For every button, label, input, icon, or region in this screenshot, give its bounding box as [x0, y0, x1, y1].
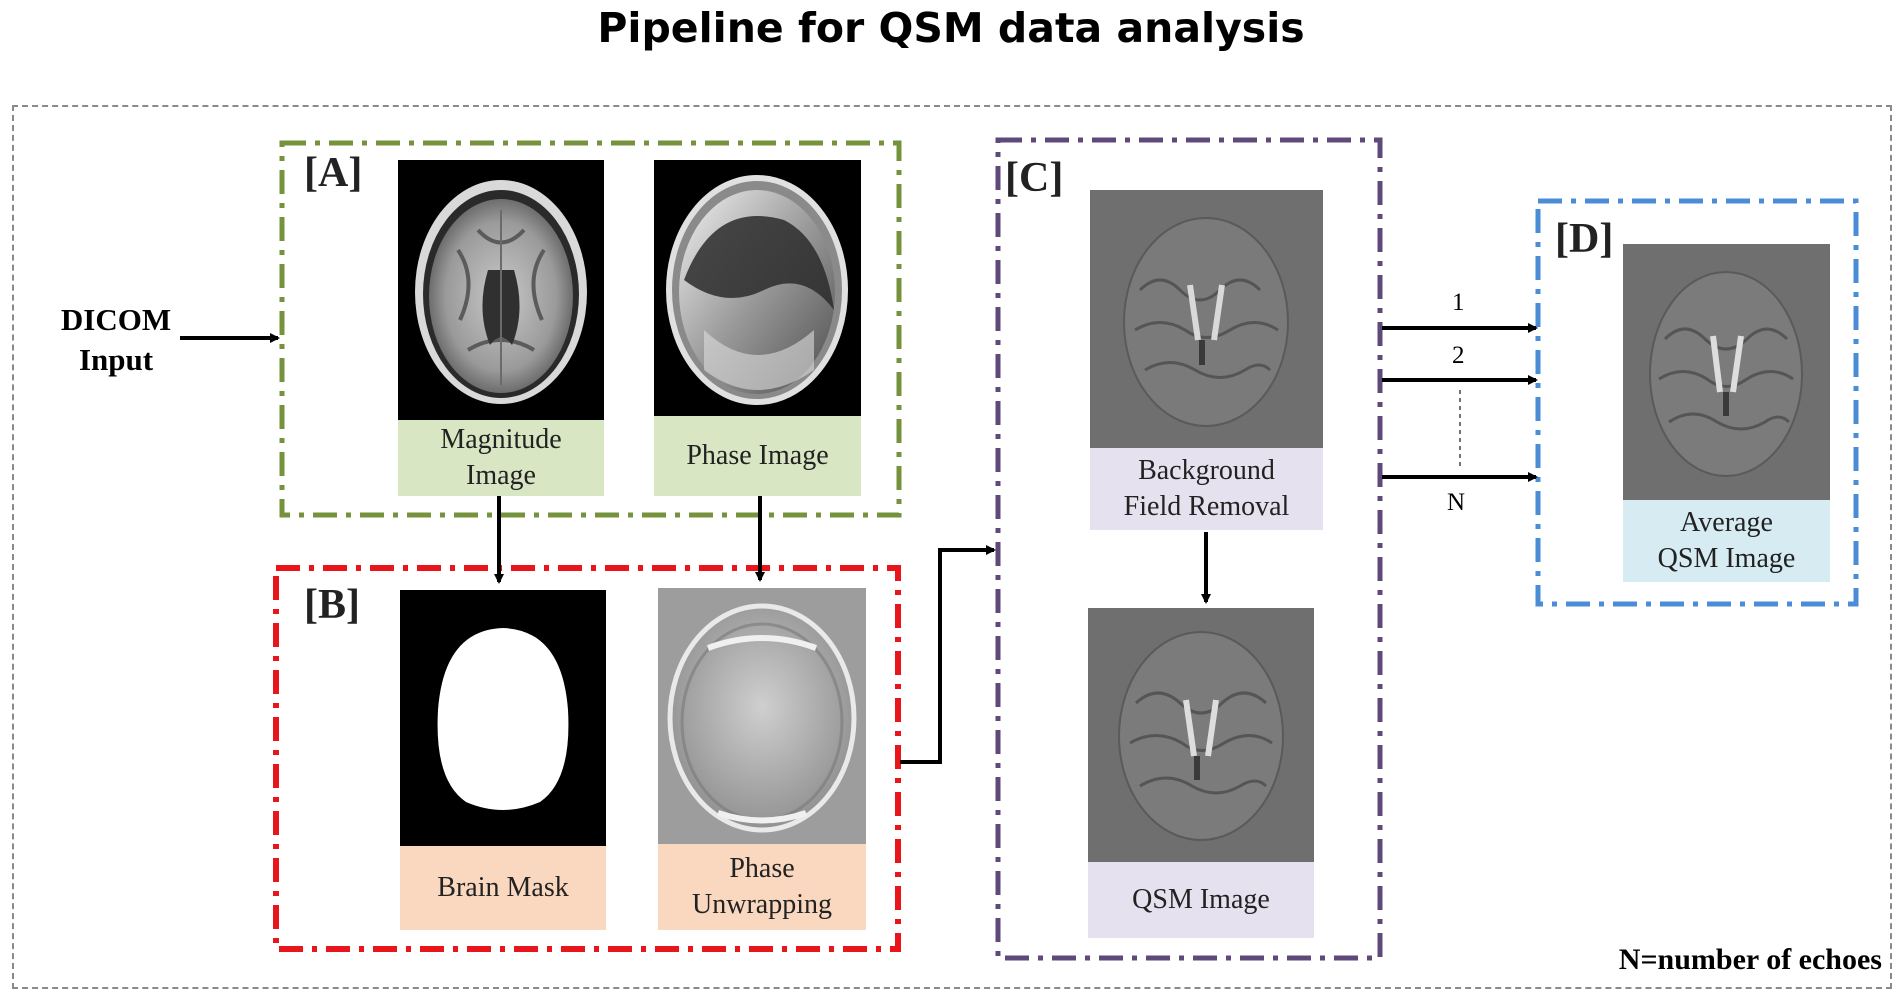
magnitude-image: [398, 160, 604, 420]
qsm-image-caption: QSM Image: [1088, 862, 1314, 938]
background-field-removal-caption: Background Field Removal: [1090, 448, 1323, 530]
panel-a-border: [279, 140, 902, 518]
panel-b-label: [B]: [304, 582, 360, 628]
echo-label-n: N: [1447, 489, 1466, 516]
echo-legend: N=number of echoes: [1618, 943, 1882, 976]
page-title: Pipeline for QSM data analysis: [597, 4, 1305, 52]
brain-mask-image: [400, 590, 606, 846]
average-qsm-caption: Average QSM Image: [1623, 500, 1830, 582]
magnitude-image-caption: Magnitude Image: [398, 420, 604, 496]
panel-c-label: [C]: [1005, 155, 1064, 201]
outer-frame: [12, 105, 1892, 989]
echo-label-1: 1: [1452, 289, 1465, 316]
panel-c-border: [995, 137, 1383, 961]
panel-a-label: [A]: [304, 150, 363, 196]
qsm-image: [1088, 608, 1314, 862]
dicom-input-label: DICOM Input: [60, 302, 172, 377]
echo-label-2: 2: [1452, 342, 1465, 369]
arrow-b-to-c: [900, 545, 996, 764]
average-qsm-image: [1623, 244, 1830, 500]
phase-unwrapping-image: [658, 588, 866, 844]
background-field-removal-image: [1090, 190, 1323, 448]
phase-image-caption: Phase Image: [654, 416, 861, 496]
phase-unwrapping-caption: Phase Unwrapping: [658, 844, 866, 930]
phase-image: [654, 160, 861, 416]
panel-b-border: [273, 565, 901, 952]
panel-d-border: [1535, 198, 1859, 607]
panel-d-label: [D]: [1555, 216, 1614, 262]
brain-mask-caption: Brain Mask: [400, 846, 606, 930]
